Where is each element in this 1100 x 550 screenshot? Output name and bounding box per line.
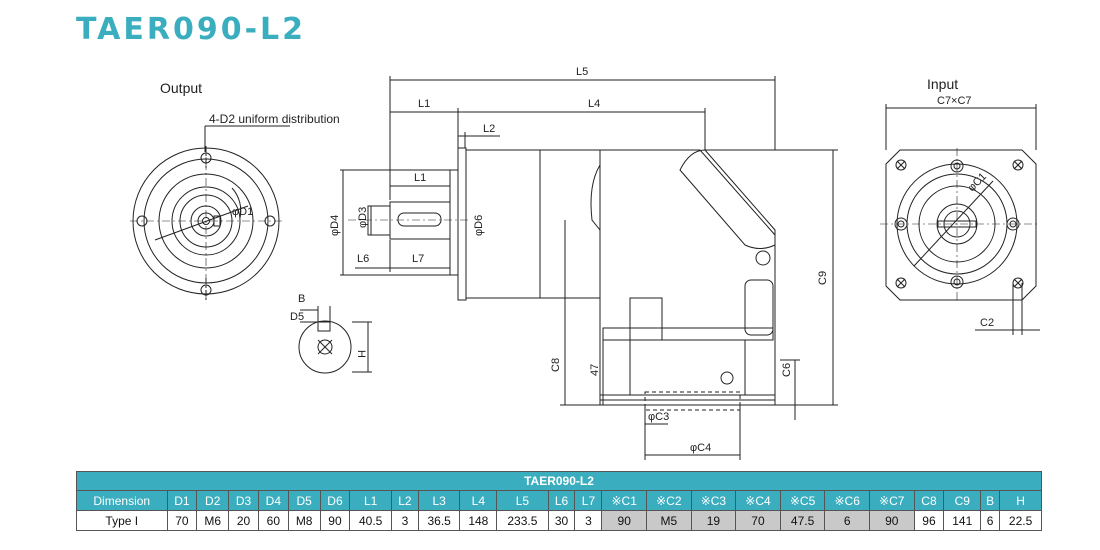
table-header-cell: D6 <box>319 490 351 511</box>
dim-d5: D5 <box>290 311 304 323</box>
table-cell: 70 <box>735 510 781 531</box>
dim-c8: C8 <box>550 358 562 372</box>
table-cell: 6 <box>980 510 1001 531</box>
table-cell: M6 <box>196 510 230 531</box>
dim-l6: L6 <box>357 253 369 265</box>
table-cell: 3 <box>390 510 419 531</box>
table-cell: 60 <box>257 510 289 531</box>
table-cell: 47.5 <box>779 510 826 531</box>
table-header-cell: B <box>980 490 1001 511</box>
table-cell: 19 <box>690 510 737 531</box>
table-header-cell: ※C7 <box>868 490 915 511</box>
table-header-cell: D3 <box>228 490 259 511</box>
corner-hole-icon <box>1012 159 1024 171</box>
dim-b: B <box>298 293 305 305</box>
dim-47: 47 <box>589 364 601 376</box>
table-cell: M5 <box>646 510 692 531</box>
table-cell: 70 <box>166 510 198 531</box>
dim-d1: φD1 <box>232 206 253 218</box>
table-header-cell: Dimension <box>76 490 168 511</box>
table-cell: 233.5 <box>496 510 549 531</box>
table-cell: 141 <box>943 510 982 531</box>
table-header-cell: D5 <box>287 490 321 511</box>
table-cell: 3 <box>574 510 603 531</box>
table-cell: 6 <box>824 510 870 531</box>
side-view: L5 L1 L4 L2 L1 L6 L7 φD4 φD3 <box>329 66 838 460</box>
dim-c3: φC3 <box>648 411 669 423</box>
table-header-cell: ※C5 <box>779 490 826 511</box>
table-cell: 20 <box>228 510 259 531</box>
corner-hole-icon <box>895 277 907 289</box>
table-header-cell: H <box>999 490 1042 511</box>
table-header-cell: ※C1 <box>601 490 647 511</box>
table-header-cell: L3 <box>417 490 461 511</box>
dim-l4: L4 <box>588 98 600 110</box>
corner-hole-icon <box>895 159 907 171</box>
table-header-cell: ※C3 <box>690 490 737 511</box>
table-header-cell: D1 <box>166 490 198 511</box>
dim-d3: φD3 <box>357 207 369 228</box>
table-header-cell: L7 <box>574 490 603 511</box>
dim-c4: φC4 <box>690 442 711 454</box>
dim-l7: L7 <box>412 253 424 265</box>
table-cell: Type I <box>76 510 168 531</box>
dim-c2: C2 <box>980 317 994 329</box>
dim-d6: φD6 <box>473 215 485 236</box>
input-view: Input C7×C7 φC1 C2 <box>880 76 1040 335</box>
table-header-cell: L2 <box>390 490 419 511</box>
dim-l2: L2 <box>483 123 495 135</box>
input-size-label: C7×C7 <box>937 95 972 107</box>
output-view: Output 4-D2 uniform distribution φD1 <box>130 80 340 300</box>
table-header-cell: L1 <box>349 490 392 511</box>
table-cell: 22.5 <box>999 510 1042 531</box>
page-title: TAER090-L2 <box>76 12 307 47</box>
table-cell: 30 <box>547 510 576 531</box>
table-cell: 90 <box>319 510 351 531</box>
table-cell: 96 <box>913 510 945 531</box>
dim-c9: C9 <box>817 271 829 285</box>
gearbox-body <box>457 147 467 301</box>
table-title: TAER090-L2 <box>76 471 1042 491</box>
dim-d4: φD4 <box>329 215 341 236</box>
input-label: Input <box>927 76 958 92</box>
table-header-cell: C9 <box>943 490 982 511</box>
table-header-cell: L5 <box>496 490 549 511</box>
dim-c1: φC1 <box>966 171 989 194</box>
table-header-cell: C8 <box>913 490 945 511</box>
table-cell: 90 <box>868 510 915 531</box>
table-header-cell: L6 <box>547 490 576 511</box>
output-label: Output <box>160 80 202 96</box>
table-cell: M8 <box>287 510 321 531</box>
distribution-note: 4-D2 uniform distribution <box>209 112 340 126</box>
technical-drawing: Output 4-D2 uniform distribution φD1 <box>130 66 1040 460</box>
table-header-cell: ※C6 <box>824 490 870 511</box>
table-header-cell: ※C2 <box>646 490 692 511</box>
table-header-cell: D2 <box>196 490 230 511</box>
table-cell: 40.5 <box>349 510 392 531</box>
table-title-row: TAER090-L2 <box>76 471 1042 491</box>
dim-l5: L5 <box>576 66 588 78</box>
dim-c6: C6 <box>781 363 793 377</box>
table-cell: 90 <box>601 510 647 531</box>
table-header-cell: D4 <box>257 490 289 511</box>
table-cell: 36.5 <box>417 510 461 531</box>
dim-l1: L1 <box>418 98 430 110</box>
dim-h: H <box>355 350 367 358</box>
table-header-cell: L4 <box>459 490 498 511</box>
key-section-view: B D5 H <box>290 293 372 374</box>
table-cell: 148 <box>459 510 498 531</box>
table-header-cell: ※C4 <box>735 490 781 511</box>
dim-l1-shaft: L1 <box>414 172 426 184</box>
